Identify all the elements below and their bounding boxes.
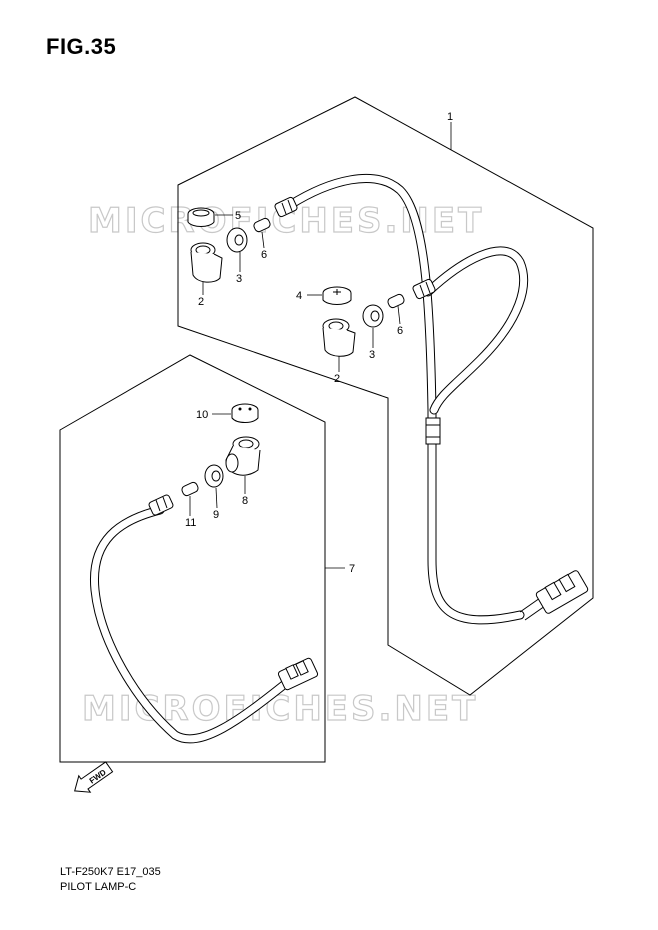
bulb-6-center xyxy=(387,293,405,309)
front-direction-arrow: FWD xyxy=(74,761,114,793)
bulb-11 xyxy=(181,481,199,497)
cap-10 xyxy=(231,403,259,423)
assembly-7-outline xyxy=(59,354,326,763)
callout-part-7: 7 xyxy=(349,563,355,575)
callout-part-8: 8 xyxy=(242,495,248,507)
callout-part-11: 11 xyxy=(185,517,196,529)
connector-upper-right xyxy=(412,278,436,300)
diagram-name: PILOT LAMP-C xyxy=(60,881,137,893)
callout-part-2-center: 2 xyxy=(334,373,340,385)
callout-part-3-center: 3 xyxy=(369,349,375,361)
callout-part-6-upper-left: 6 xyxy=(261,249,267,261)
coupler-1 xyxy=(519,570,589,621)
coupler-7 xyxy=(277,657,319,691)
bulb-6-upper-left xyxy=(253,217,271,233)
harness-1 xyxy=(285,174,529,625)
grommet-3-upper-left xyxy=(226,227,248,253)
socket-8 xyxy=(225,436,261,476)
socket-2-center xyxy=(322,318,356,357)
callout-part-10: 10 xyxy=(196,409,208,421)
model-code: LT-F250K7 E17_035 xyxy=(60,866,161,878)
harness-7 xyxy=(89,494,295,744)
connector-upper-left xyxy=(274,196,298,218)
callout-part-2-upper-left: 2 xyxy=(198,296,204,308)
cap-4 xyxy=(322,286,352,305)
callout-part-9: 9 xyxy=(213,509,219,521)
cap-5 xyxy=(187,207,215,227)
socket-2-upper-left xyxy=(190,242,223,283)
grommet-9 xyxy=(204,464,224,488)
callout-part-6-center: 6 xyxy=(397,325,403,337)
assembly-1-outline xyxy=(177,96,594,696)
callout-part-1: 1 xyxy=(447,111,453,123)
callout-part-4: 4 xyxy=(296,290,302,302)
leader-lines xyxy=(189,122,452,569)
grommet-3-center xyxy=(362,304,384,328)
callout-part-3-upper-left: 3 xyxy=(236,273,242,285)
figure-label: FIG.35 xyxy=(46,34,117,59)
callout-part-5: 5 xyxy=(235,210,241,222)
